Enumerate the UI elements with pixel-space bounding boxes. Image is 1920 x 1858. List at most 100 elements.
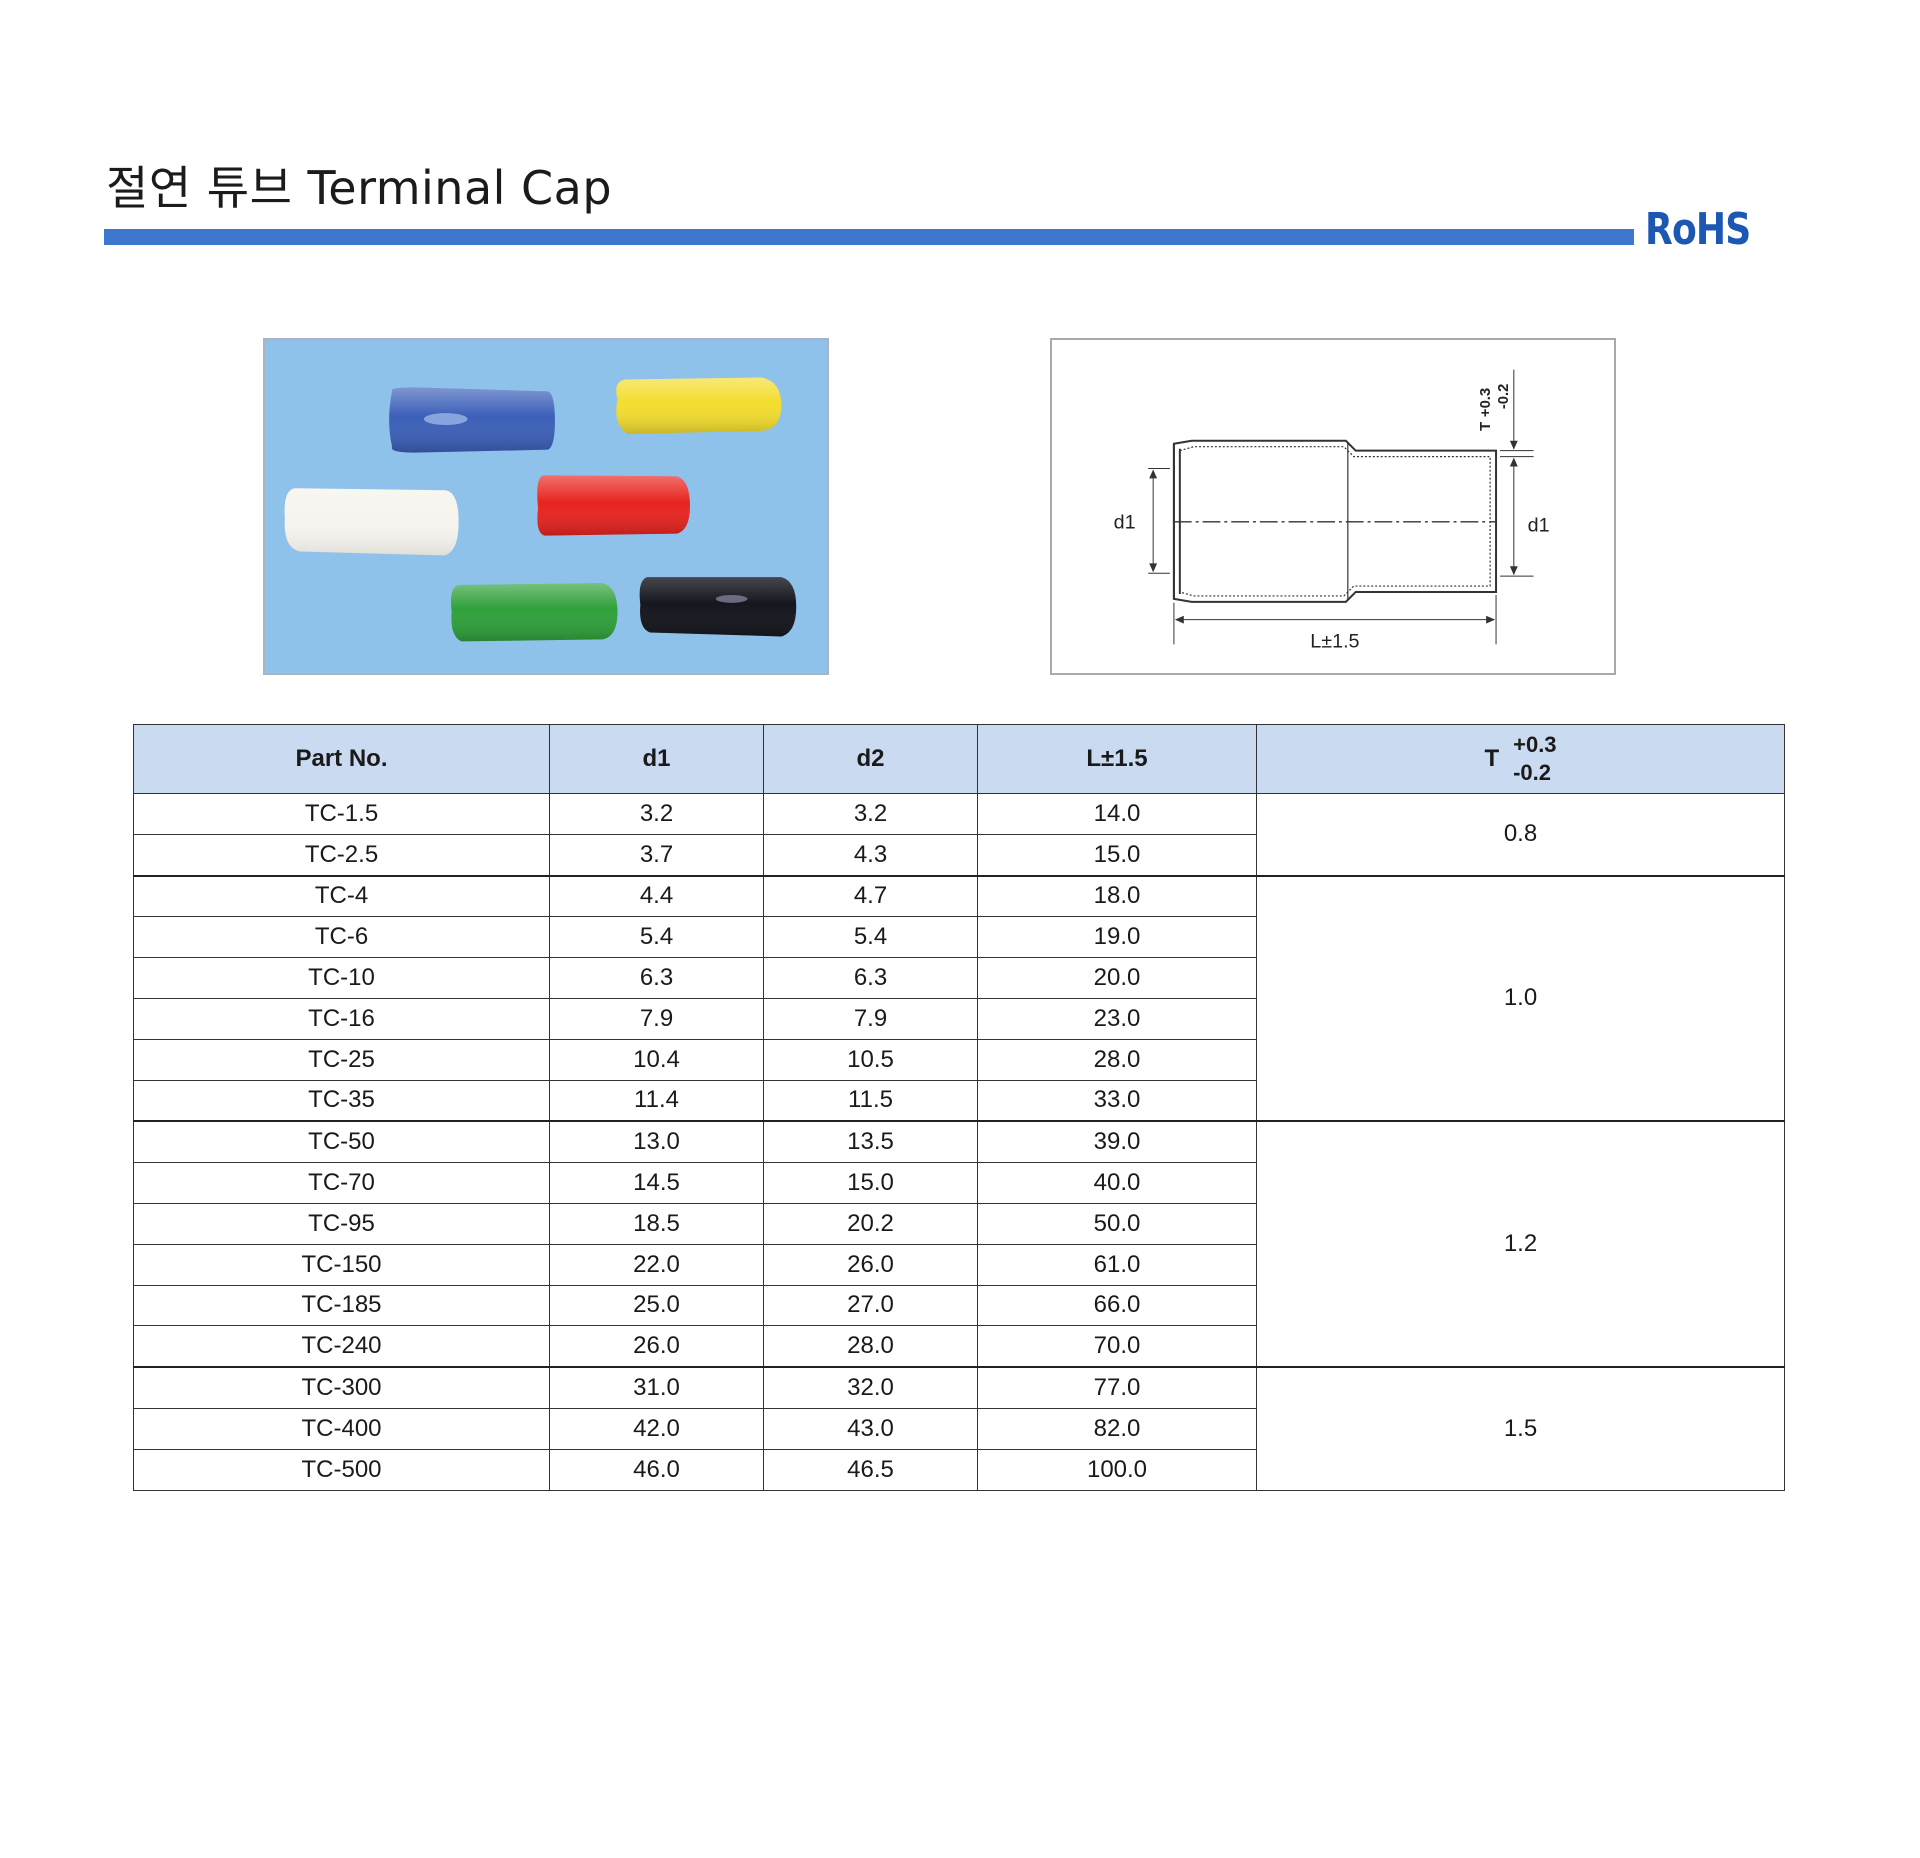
cap-green [450,583,618,642]
cell-d1: 3.7 [549,833,764,877]
table-header-row: Part No. d1 d2 L±1.5 T +0.3 -0.2 [133,724,1785,794]
cell-part-no: TC-300 [133,1366,550,1409]
cell-part-no: TC-70 [133,1162,550,1204]
cap-outline [1172,439,1498,603]
dim-t-minus: -0.2 [1496,384,1512,410]
cell-d2: 13.5 [763,1120,978,1164]
cell-d2: 4.3 [763,833,978,877]
cell-t-group: 1.0 [1256,874,1785,1122]
col-header-t-minus: -0.2 [1513,760,1552,785]
cell-d2: 26.0 [763,1243,978,1286]
cell-t-group: 1.2 [1256,1120,1785,1368]
cell-d1: 18.5 [549,1202,764,1245]
cell-part-no: TC-240 [133,1325,550,1368]
cell-length: 66.0 [977,1284,1257,1327]
cell-part-no: TC-16 [133,997,550,1040]
cell-length: 70.0 [977,1325,1257,1368]
cell-length: 33.0 [977,1079,1257,1122]
cap-yellow [616,377,782,434]
cell-length: 39.0 [977,1120,1257,1164]
technical-drawing: d1 d1 T +0.3 -0.2 L±1.5 [1050,338,1616,675]
cell-part-no: TC-2.5 [133,833,550,877]
cell-part-no: TC-4 [133,874,550,918]
cell-length: 77.0 [977,1366,1257,1409]
cell-d1: 4.4 [549,874,764,918]
cell-d1: 6.3 [549,957,764,999]
col-header-t: T +0.3 -0.2 [1256,724,1785,794]
cell-d2: 27.0 [763,1284,978,1327]
cell-d1: 46.0 [549,1448,764,1491]
cell-d1: 22.0 [549,1243,764,1286]
cap-white [284,488,459,556]
cell-length: 40.0 [977,1162,1257,1204]
cell-length: 20.0 [977,957,1257,999]
cell-d1: 7.9 [549,997,764,1040]
cell-d2: 46.5 [763,1448,978,1491]
cell-d2: 3.2 [763,793,978,835]
cell-length: 82.0 [977,1407,1257,1450]
cell-d2: 28.0 [763,1325,978,1368]
terminal-cap-drawing: d1 d1 T +0.3 -0.2 L±1.5 [1114,369,1550,652]
cell-part-no: TC-95 [133,1202,550,1245]
cell-part-no: TC-25 [133,1038,550,1081]
cell-length: 61.0 [977,1243,1257,1286]
cell-d2: 43.0 [763,1407,978,1450]
dim-length: L±1.5 [1310,630,1359,652]
cell-d1: 25.0 [549,1284,764,1327]
product-photo-illustration [284,377,797,642]
cap-inner-wall [1179,446,1491,597]
cell-d2: 5.4 [763,916,978,959]
cell-d2: 20.2 [763,1202,978,1245]
cap-black [639,577,797,637]
cell-d1: 14.5 [549,1162,764,1204]
dim-t-plus: +0.3 [1478,388,1494,417]
dim-t-label: T [1478,422,1494,431]
cell-d2: 10.5 [763,1038,978,1081]
col-header-length: L±1.5 [977,724,1257,794]
cell-length: 50.0 [977,1202,1257,1245]
cell-t-group: 0.8 [1256,792,1785,877]
cell-part-no: TC-10 [133,957,550,999]
cell-part-no: TC-1.5 [133,793,550,835]
cell-length: 23.0 [977,997,1257,1040]
cap-red [537,475,690,536]
cell-part-no: TC-500 [133,1448,550,1491]
page-title: 절연 튜브 Terminal Cap [106,161,613,215]
cell-d2: 15.0 [763,1162,978,1204]
cell-part-no: TC-400 [133,1407,550,1450]
cell-d1: 5.4 [549,916,764,959]
cell-length: 19.0 [977,916,1257,959]
cell-d1: 3.2 [549,793,764,835]
cap-blue [389,387,555,453]
rohs-badge: RoHS [1645,204,1751,255]
cell-d2: 32.0 [763,1366,978,1409]
dim-d1-right: d1 [1528,515,1550,537]
title-underline-bar [104,229,1634,245]
cell-d1: 42.0 [549,1407,764,1450]
cell-length: 18.0 [977,874,1257,918]
col-header-part-no: Part No. [133,724,550,794]
cell-d1: 11.4 [549,1079,764,1122]
cell-length: 28.0 [977,1038,1257,1081]
cell-t-group: 1.5 [1256,1366,1785,1491]
col-header-t-label: T [1484,745,1500,772]
cell-length: 15.0 [977,833,1257,877]
cell-length: 100.0 [977,1448,1257,1491]
product-photo [263,338,829,675]
cell-d2: 11.5 [763,1079,978,1122]
cell-d1: 13.0 [549,1120,764,1164]
cell-part-no: TC-6 [133,916,550,959]
